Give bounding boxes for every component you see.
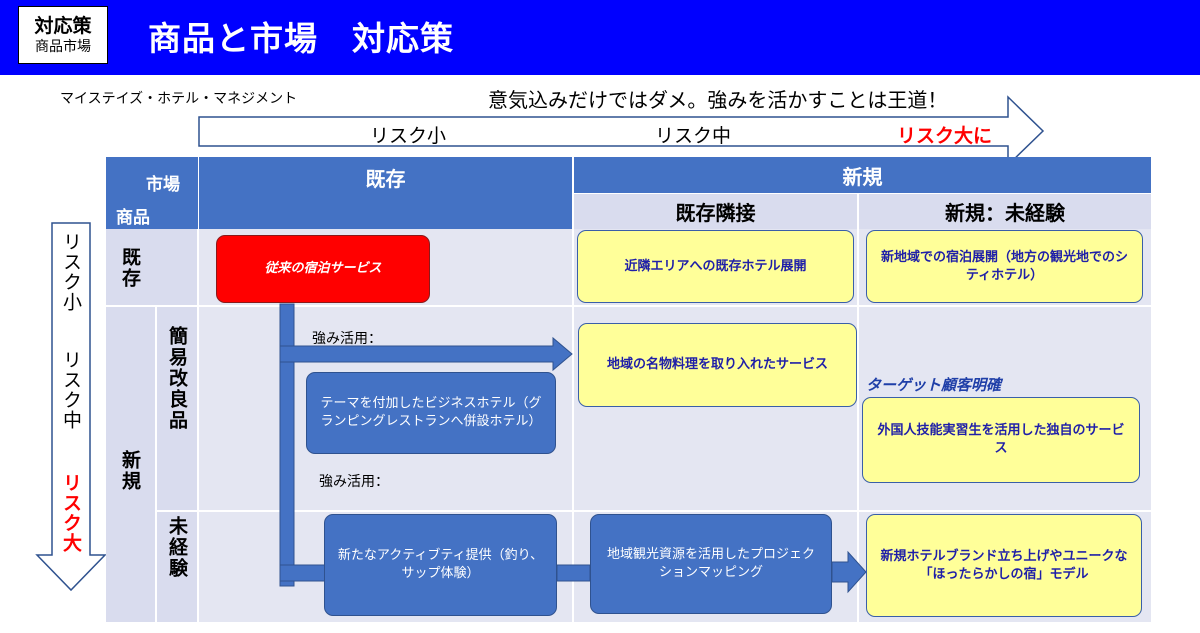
row-label-new: 新規 [119,450,141,492]
subheader-adjacent: 既存隣接 [574,194,857,229]
note-target-customer: ターゲット顧客明確 [866,376,1002,394]
row-sub-label-bg [156,306,198,622]
horizontal-risk-arrow [198,95,1045,167]
table-corner: 市場 商品 [106,157,198,229]
risk-low-label: リスク小 [370,125,447,147]
vertical-risk-arrow [35,222,107,592]
note-strength-2: 強み活用： [319,474,389,490]
box-nearby-expansion: 近隣エリアへの既存ホテル展開 [577,230,854,303]
header-badge-line2: 商品市場 [35,38,91,55]
flow-arrow-to-brand [831,550,867,594]
box-traditional-service: 従来の宿泊サービス [216,235,430,303]
box-projection-mapping: 地域観光資源を活用したプロジェクションマッピング [590,514,832,614]
header-badge: 対応策 商品市場 [18,6,108,64]
page-title: 商品と市場 対応策 [148,19,454,58]
box-new-brand: 新規ホテルブランド立ち上げやユニークな「ほったらかしの宿」モデル [866,514,1142,617]
corner-market-label: 市場 [146,175,180,195]
row-label-simple-improved: 簡易改良品 [166,326,188,431]
box-foreign-trainees: 外国人技能実習生を活用した独自のサービス [862,397,1140,483]
corner-product-label: 商品 [116,208,150,228]
flow-arrow-to-projection [556,564,591,582]
vertical-risk-low: リスク小 [60,232,82,312]
risk-mid-label: リスク中 [655,125,732,147]
row-label-existing: 既存 [119,247,141,289]
row-label-unexperienced: 未経験 [166,516,188,579]
box-local-cuisine: 地域の名物料理を取り入れたサービス [578,323,857,407]
header-bar: 対応策 商品市場 商品と市場 対応策 [0,0,1200,75]
company-name: マイステイズ・ホテル・マネジメント [60,91,298,107]
flow-trunk [279,303,295,587]
vertical-risk-mid: リスク中 [60,350,82,430]
row-existing-label-bg [106,229,198,306]
flow-arrow-to-activities [279,564,331,582]
note-strength-1: 強み活用： [312,331,382,347]
vertical-risk-high: リスク大 [60,473,82,553]
box-new-region: 新地域での宿泊展開（地方の観光地でのシティホテル） [866,230,1143,303]
header-badge-line1: 対応策 [34,14,92,37]
col-header-existing: 既存 [199,157,572,229]
box-activities: 新たなアクティブティ提供（釣り、サップ体験） [324,514,557,616]
risk-high-label: リスク大に [897,125,993,147]
row-new-label-bg [106,306,156,622]
col-header-new: 新規 [574,157,1151,193]
box-theme-hotel: テーマを付加したビジネスホテル（グランピングレストランへ併設ホテル） [306,372,556,454]
flow-arrow-to-cuisine [279,336,573,372]
slogan: 意気込みだけではダメ。強みを活かすことは王道！ [488,88,948,112]
subheader-new-unexperienced: 新規：未経験 [859,194,1151,229]
